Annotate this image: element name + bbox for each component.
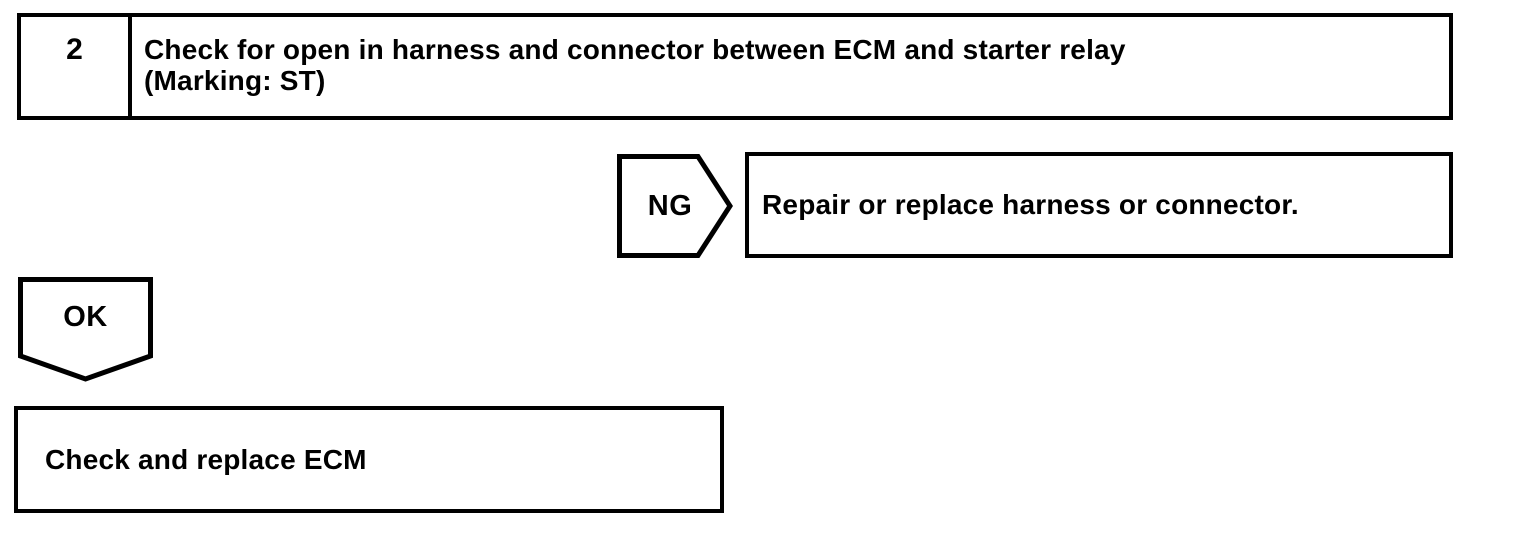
ng-action-text: Repair or replace harness or connector. xyxy=(762,189,1299,220)
ng-connector: NG xyxy=(617,154,733,258)
ng-pentagon-shape xyxy=(617,154,733,258)
ng-action-box: Repair or replace harness or connector. xyxy=(745,152,1453,258)
ok-action-text: Check and replace ECM xyxy=(45,443,367,475)
ok-connector: OK xyxy=(18,277,153,382)
step-instruction-line1: Check for open in harness and connector … xyxy=(144,34,1126,65)
step-instruction-line2: (Marking: ST) xyxy=(144,65,326,96)
ok-pentagon-shape xyxy=(18,277,153,382)
ng-label: NG xyxy=(647,189,693,222)
step-instruction: Check for open in harness and connector … xyxy=(132,17,1449,116)
ok-action-box: Check and replace ECM xyxy=(14,406,724,513)
step-box: 2 Check for open in harness and connecto… xyxy=(17,13,1453,120)
ok-label: OK xyxy=(63,300,108,333)
step-number: 2 xyxy=(21,17,132,116)
